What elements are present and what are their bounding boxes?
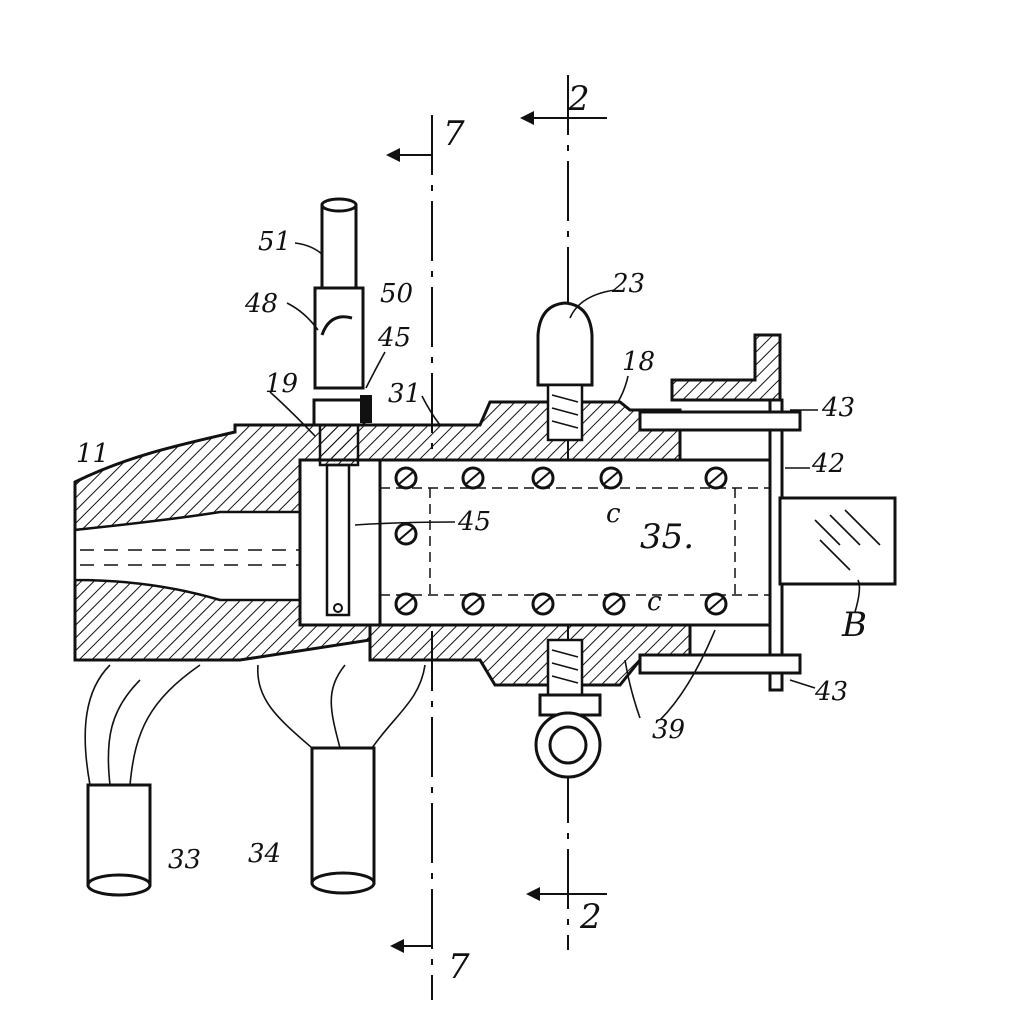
label-c-lower: c [647, 587, 662, 617]
label-39: 39 [652, 715, 685, 745]
label-33: 33 [168, 845, 201, 875]
label-19: 19 [265, 369, 298, 399]
label-c-upper: c [606, 499, 621, 529]
label-43-top: 43 [821, 393, 855, 423]
label-48: 48 [244, 289, 278, 319]
label-51: 51 [258, 227, 291, 257]
label-34: 34 [248, 839, 281, 869]
label-43-bottom: 43 [814, 677, 848, 707]
fitting-48 [314, 199, 372, 465]
pipe-34 [258, 665, 425, 893]
label-31: 31 [388, 379, 421, 409]
label-50: 50 [380, 279, 413, 309]
label-35: 35. [640, 517, 694, 557]
label-23: 23 [611, 269, 645, 299]
label-18: 18 [622, 347, 655, 377]
label-B: B [841, 605, 867, 645]
label-11: 11 [76, 439, 109, 469]
label-42: 42 [811, 449, 845, 479]
section-label-2-bottom: 2 [579, 897, 602, 937]
section-label-2-top: 2 [567, 79, 590, 119]
label-45-mid: 45 [457, 507, 491, 537]
label-45-top: 45 [377, 323, 411, 353]
section-label-7-top: 7 [443, 114, 465, 154]
section-label-7-bottom: 7 [448, 947, 470, 987]
